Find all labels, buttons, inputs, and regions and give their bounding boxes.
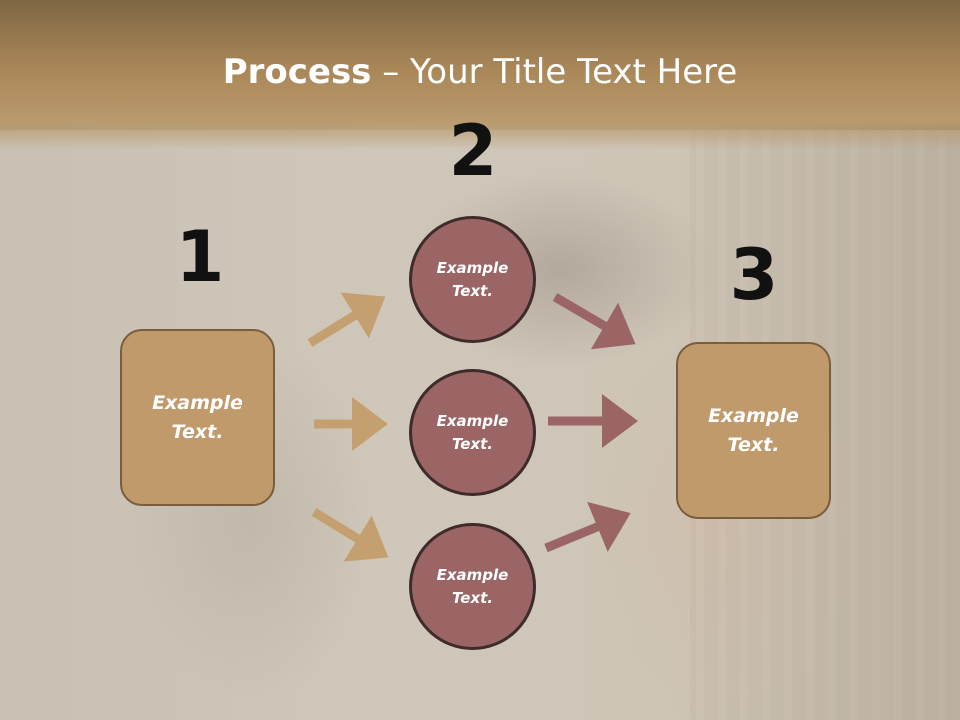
step-1-text-line2: Text. (171, 420, 224, 443)
arrow-circle-top-to-box3 (552, 293, 636, 350)
circle-middle-line2: Text. (451, 434, 493, 453)
step-number-1: 1 (175, 216, 225, 298)
slide-title: Process – Your Title Text Here (0, 52, 960, 92)
circle-middle-line1: Example (436, 412, 509, 430)
step-1-text-line1: Example (152, 392, 243, 414)
step-number-2: 2 (448, 110, 498, 192)
title-bold-part: Process (222, 52, 372, 92)
circle-top-line1: Example (436, 259, 509, 277)
title-band (0, 0, 960, 150)
title-rest-part: – Your Title Text Here (371, 52, 738, 92)
step-number-3: 3 (729, 234, 779, 316)
circle-bottom-line1: Example (436, 566, 509, 584)
arrow-circle-bottom-to-box3 (544, 501, 631, 553)
step-3-text-line1: Example (708, 405, 799, 427)
arrow-box1-to-circle-top (307, 292, 386, 347)
arrow-box1-to-circle-bottom (311, 508, 389, 562)
step-3-text-line2: Text. (727, 433, 780, 456)
circle-top-line2: Text. (451, 281, 493, 300)
circle-bottom-line2: Text. (451, 588, 493, 607)
